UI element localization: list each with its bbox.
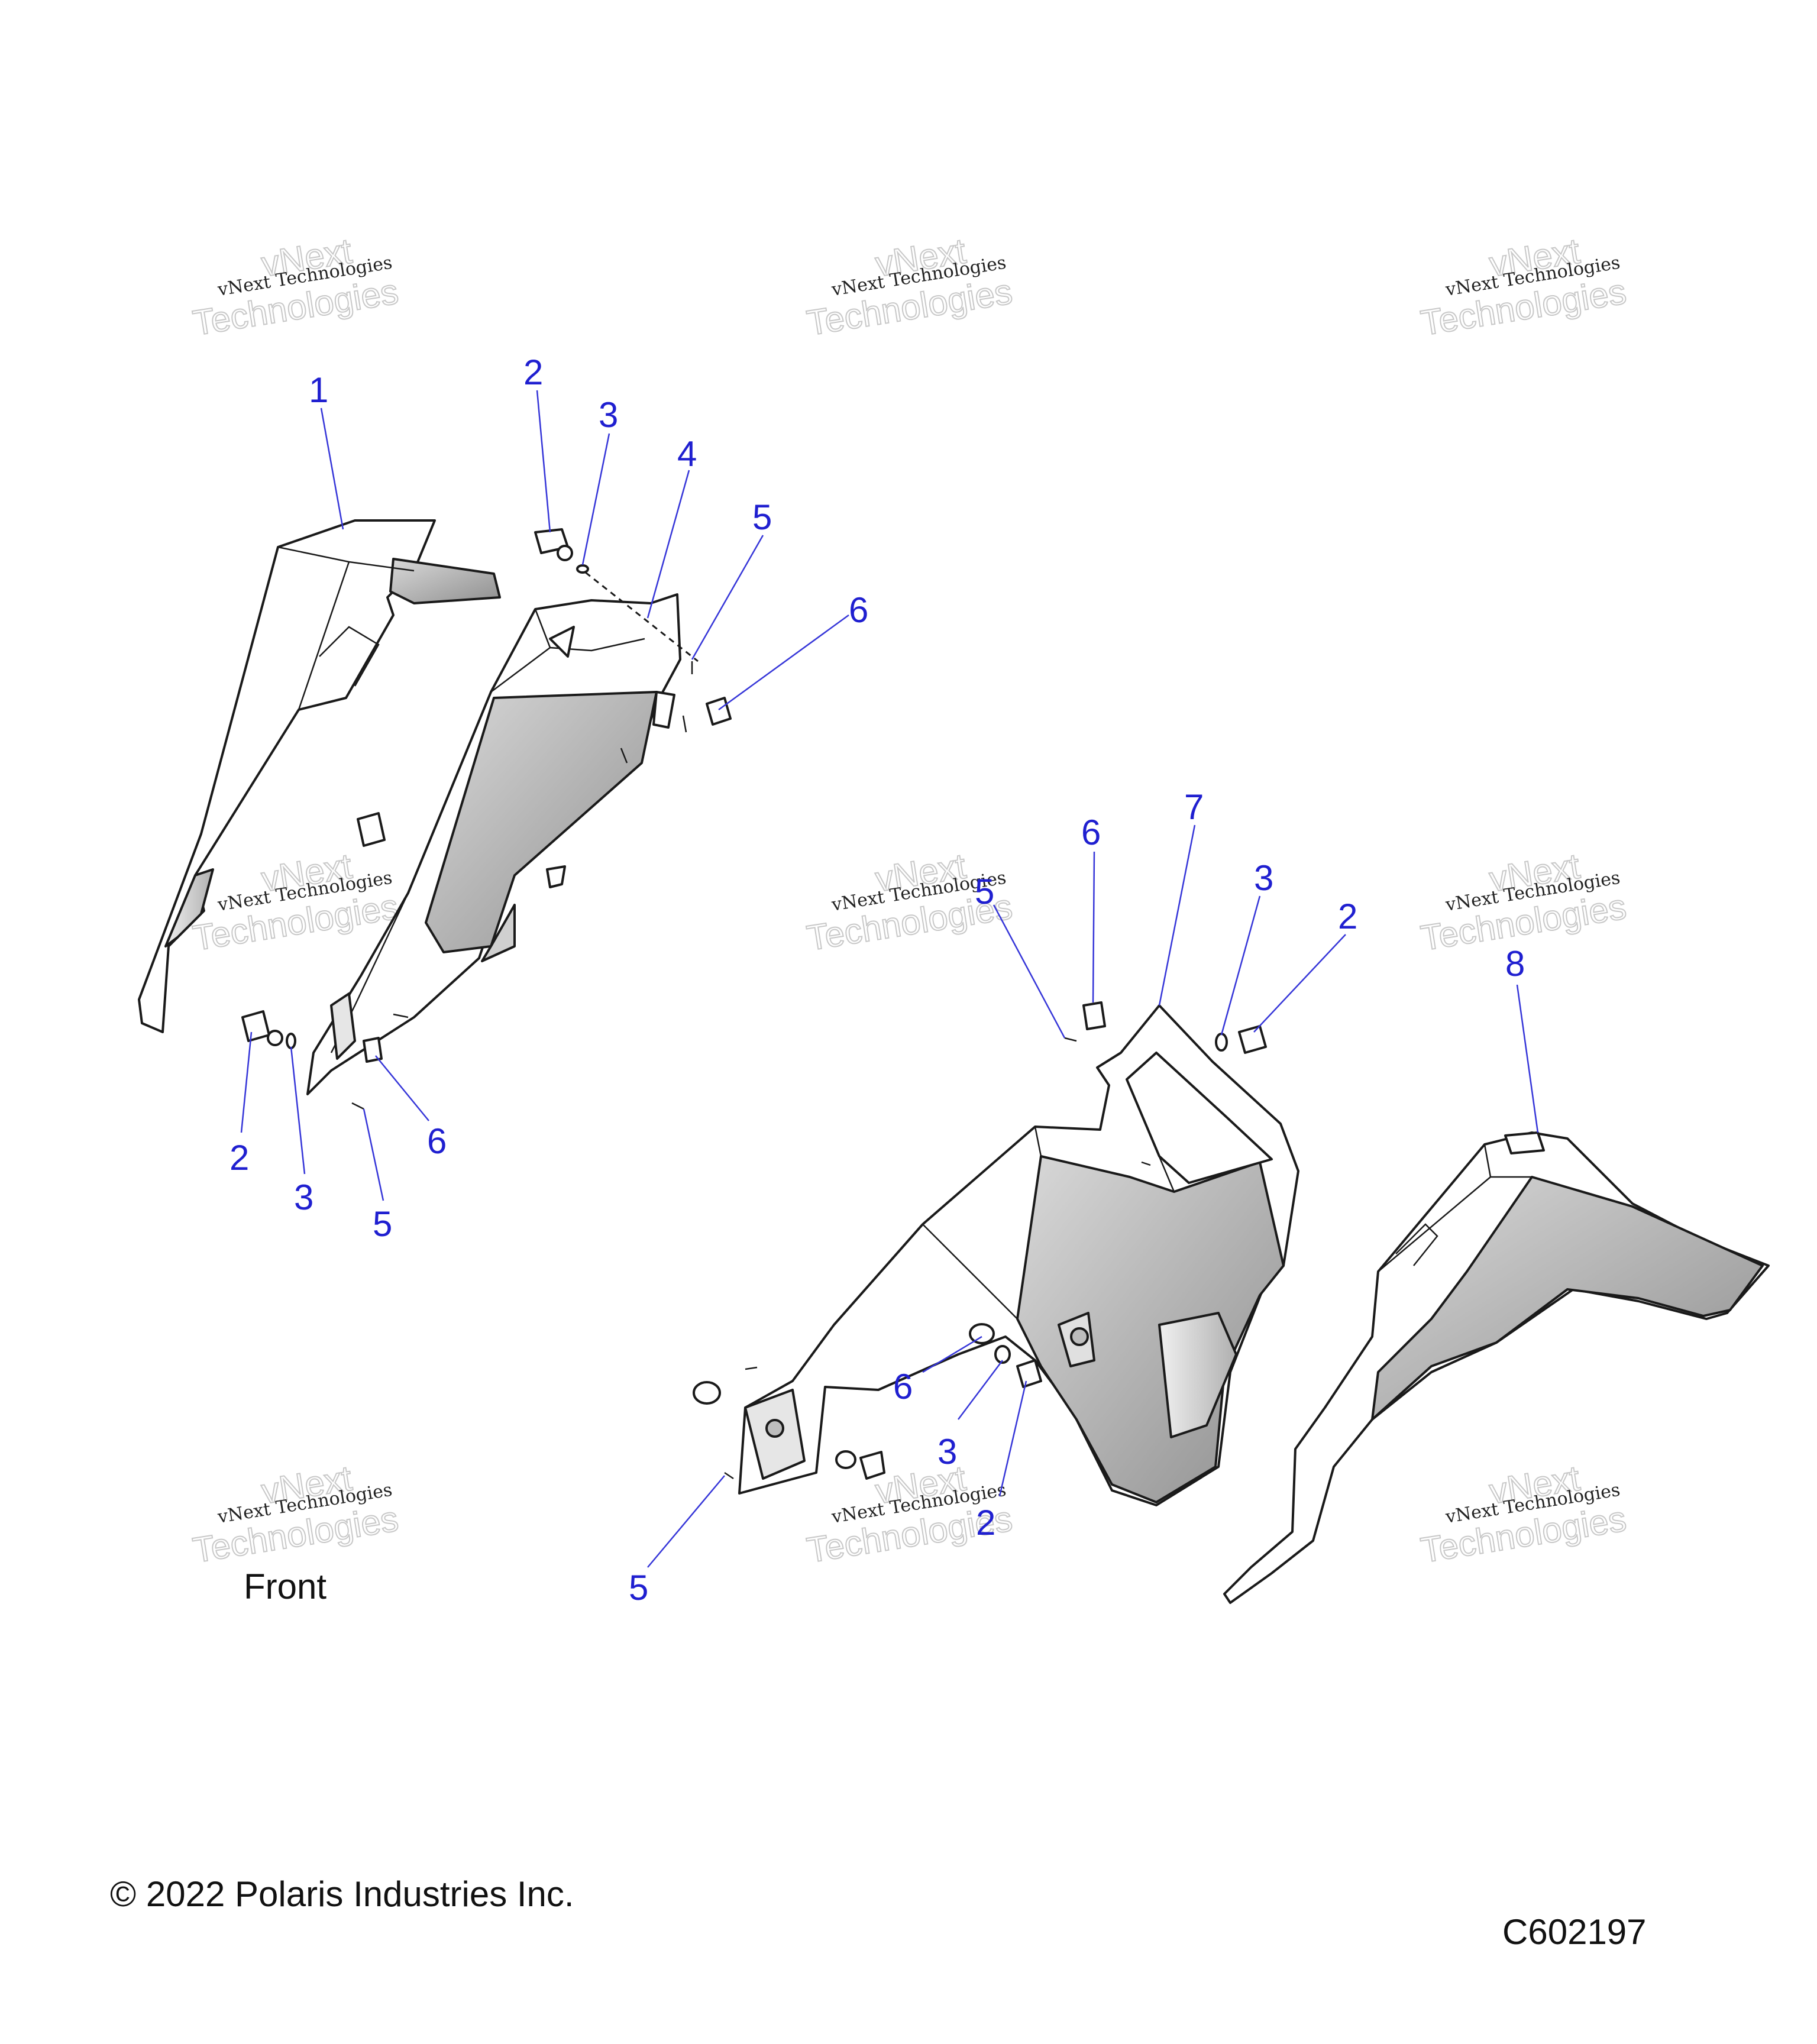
grommet-6-top xyxy=(706,697,732,726)
grommet-left-right xyxy=(693,1381,721,1405)
washer-3-top-right xyxy=(1215,1033,1228,1052)
part-8-outer-rear-panel xyxy=(1223,1131,1770,1604)
screw-5-lower xyxy=(620,748,628,764)
watermark: vNext vNext Technologies Technologies xyxy=(1418,1457,1630,1571)
callout-2-top: 2 xyxy=(523,352,543,392)
clip-mid xyxy=(357,812,386,847)
leader-3-bottom-right xyxy=(958,1360,1003,1420)
screw-5-left xyxy=(393,1013,409,1018)
clip-2-bottom-head xyxy=(267,1030,283,1046)
leader-2-top-right xyxy=(1253,934,1346,1033)
leader-6-top-right xyxy=(1092,851,1095,1003)
washer-3-bottom xyxy=(286,1033,296,1049)
callout-6-bottom: 6 xyxy=(427,1121,447,1161)
right-callouts: 6 7 5 3 2 8 6 3 2 5 xyxy=(629,787,1525,1608)
leader-3-top-right xyxy=(1220,895,1261,1036)
callout-6-top: 6 xyxy=(849,590,868,630)
leader-5-top xyxy=(691,535,764,660)
left-leaders xyxy=(240,390,849,1201)
callout-8: 8 xyxy=(1505,944,1525,984)
clip-2-top-right xyxy=(1238,1025,1267,1054)
watermark: vNext vNext Technologies Technologies xyxy=(190,845,402,959)
callout-5-bottom: 5 xyxy=(373,1204,392,1244)
watermark: vNext vNext Technologies Technologies xyxy=(1418,845,1630,959)
leader-3-bottom xyxy=(290,1046,306,1175)
leader-5-bottom xyxy=(363,1108,384,1201)
callout-5-bottom-right: 5 xyxy=(629,1568,648,1608)
leader-6-bottom-right xyxy=(922,1335,982,1373)
clip-2-bottom xyxy=(241,1010,270,1042)
leader-5-top-right xyxy=(992,904,1066,1039)
callout-3-top-right: 3 xyxy=(1254,858,1273,898)
callout-5-top: 5 xyxy=(752,497,772,537)
callout-5-top-right: 5 xyxy=(975,872,994,911)
washer-3-bottom-right xyxy=(994,1345,1011,1364)
callout-3-bottom: 3 xyxy=(294,1178,313,1217)
callout-4: 4 xyxy=(677,434,697,474)
washer-bottom-left-right xyxy=(835,1450,856,1469)
callout-1: 1 xyxy=(309,370,328,410)
leader-2-bottom-right xyxy=(998,1380,1027,1497)
leader-3-top xyxy=(581,433,610,565)
part-7-rear-inner-panel xyxy=(738,1004,1299,1506)
leader-2-bottom xyxy=(240,1031,253,1133)
leader-1 xyxy=(320,407,344,530)
screw-5-mid xyxy=(682,715,687,733)
screw-5-left-right xyxy=(745,1366,758,1370)
callout-6-top-right: 6 xyxy=(1081,813,1101,852)
clip-bottom-left-right xyxy=(859,1451,885,1480)
copyright-text: © 2022 Polaris Industries Inc. xyxy=(110,1874,574,1914)
leader-8 xyxy=(1516,984,1539,1133)
watermark: vNext vNext Technologies Technologies xyxy=(190,230,402,344)
watermark: vNext vNext Technologies Technologies xyxy=(190,1457,402,1571)
screw-5-mid-right xyxy=(1141,1161,1151,1166)
leader-7 xyxy=(1158,824,1196,1006)
screw-5-bottom-right xyxy=(724,1471,734,1480)
left-hardware xyxy=(241,528,732,1110)
grommet-6-bottom xyxy=(363,1037,383,1063)
grommet-6-top-right xyxy=(1082,1001,1106,1030)
leader-5-bottom-right xyxy=(647,1475,725,1568)
grommet-6-bottom-right xyxy=(969,1323,995,1344)
callout-2-bottom-right: 2 xyxy=(976,1503,995,1542)
callout-2-top-right: 2 xyxy=(1338,897,1357,936)
clip-2-bottom-right xyxy=(1016,1359,1042,1388)
screw-5-top-right xyxy=(1064,1037,1077,1042)
assembly-axis xyxy=(585,571,699,662)
diagram-code: C602197 xyxy=(1502,1912,1647,1952)
washer-3-top xyxy=(576,564,589,574)
leader-6-top xyxy=(718,614,849,711)
leader-6-bottom xyxy=(375,1055,429,1121)
callout-7: 7 xyxy=(1184,787,1204,827)
callout-6-bottom-right: 6 xyxy=(893,1367,913,1406)
leader-2-top xyxy=(536,390,551,533)
watermark: vNext vNext Technologies Technologies xyxy=(1418,230,1630,344)
screw-5-bottom xyxy=(351,1102,364,1110)
callout-3-bottom-right: 3 xyxy=(937,1432,957,1471)
callout-2-bottom: 2 xyxy=(229,1138,249,1178)
right-leaders xyxy=(647,824,1539,1568)
watermark: vNext vNext Technologies Technologies xyxy=(804,230,1016,344)
part-1-outer-side-panel xyxy=(138,519,501,1033)
clip-2-top-head xyxy=(557,545,573,561)
part-4-inner-panel xyxy=(306,593,681,1095)
left-callouts: 1 2 3 4 5 6 2 3 6 5 xyxy=(229,352,868,1244)
tab-mid xyxy=(546,865,566,888)
right-hardware xyxy=(693,1001,1267,1480)
front-label: Front xyxy=(244,1567,327,1606)
callout-3-top: 3 xyxy=(599,395,618,435)
leader-4 xyxy=(646,470,690,619)
